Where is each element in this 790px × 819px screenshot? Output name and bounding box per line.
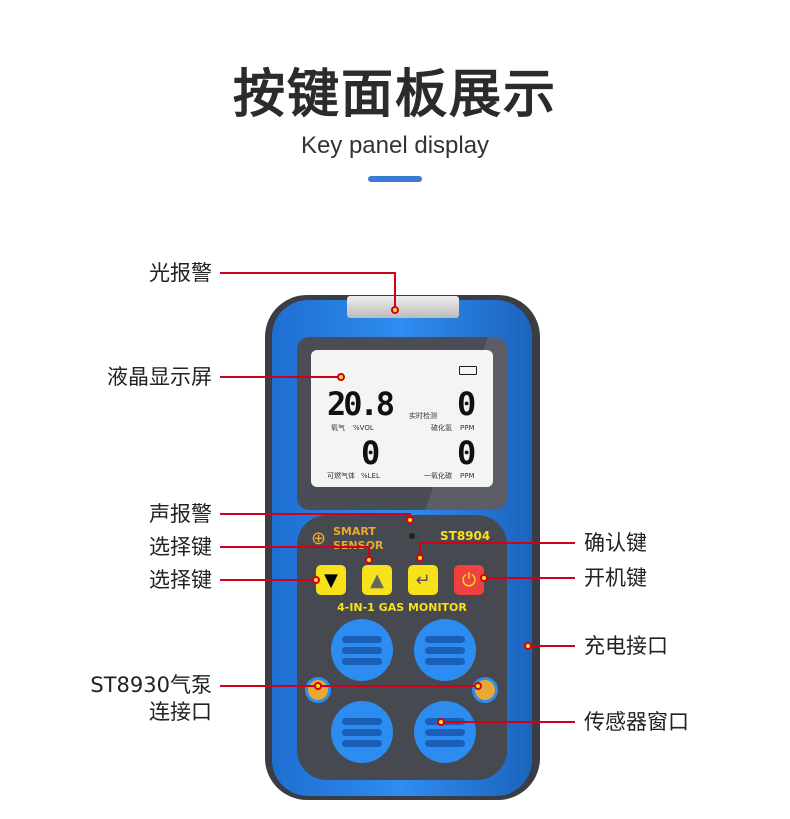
enter-icon: ↵ [415,569,431,591]
pump-port [472,677,498,703]
brand-logo-icon: ⊕ [311,528,327,549]
callout-lcd: 液晶显示屏 [107,365,212,389]
co-unit: PPM [460,472,475,480]
callout-power: 开机键 [584,566,647,590]
battery-icon [459,366,477,375]
triangle-up-icon: ▲ [370,569,384,591]
power-button[interactable]: ⏻ [454,565,484,595]
accent-bar [368,176,422,182]
o2-value: 20.8 [327,385,395,423]
pump-port [305,677,331,703]
sensor-window [331,619,393,681]
triangle-down-icon: ▼ [324,569,338,591]
co-value: 0 [457,434,477,472]
callout-select-down: 选择键 [149,568,212,592]
h2s-unit: PPM [460,424,475,432]
callout-charge-port: 充电接口 [584,634,668,658]
callout-confirm: 确认键 [584,531,647,555]
page-title: 按键面板展示 [232,65,557,125]
sensor-window [331,701,393,763]
callout-select-up: 选择键 [149,535,212,559]
product-line: 4-IN-1 GAS MONITOR [337,601,467,614]
callout-pump-port-2: 连接口 [149,700,212,724]
callout-sensor-window: 传感器窗口 [584,710,689,734]
model-label: ST8904 [440,529,491,543]
o2-label: 氧气 [331,424,345,432]
callout-light-alarm: 光报警 [149,261,212,285]
brand-line-1: SMART [333,525,376,538]
co-label: 一氧化碳 [424,472,452,480]
lel-unit: %LEL [361,472,380,480]
brand-line-2: SENSOR [333,539,384,552]
buzzer-hole [409,533,415,539]
sensor-window [414,619,476,681]
confirm-button[interactable]: ↵ [408,565,438,595]
o2-unit: %VOL [353,424,374,432]
callout-pump-port-1: ST8930气泵 [90,673,212,697]
lel-label: 可燃气体 [327,472,355,480]
page-subtitle: Key panel display [300,132,490,159]
select-down-button[interactable]: ▼ [316,565,346,595]
light-alarm-led [347,296,459,318]
h2s-value: 0 [457,385,477,423]
callout-sound-alarm: 声报警 [149,502,212,526]
select-up-button[interactable]: ▲ [362,565,392,595]
power-icon: ⏻ [461,569,477,591]
lel-value: 0 [361,434,381,472]
h2s-label: 硫化氢 [431,424,452,432]
mode-label: 实时检测 [409,412,437,420]
lcd-screen: 20.8 氧气 %VOL 实时检测 0 硫化氢 PPM 0 可燃气体 %LEL … [311,350,493,487]
